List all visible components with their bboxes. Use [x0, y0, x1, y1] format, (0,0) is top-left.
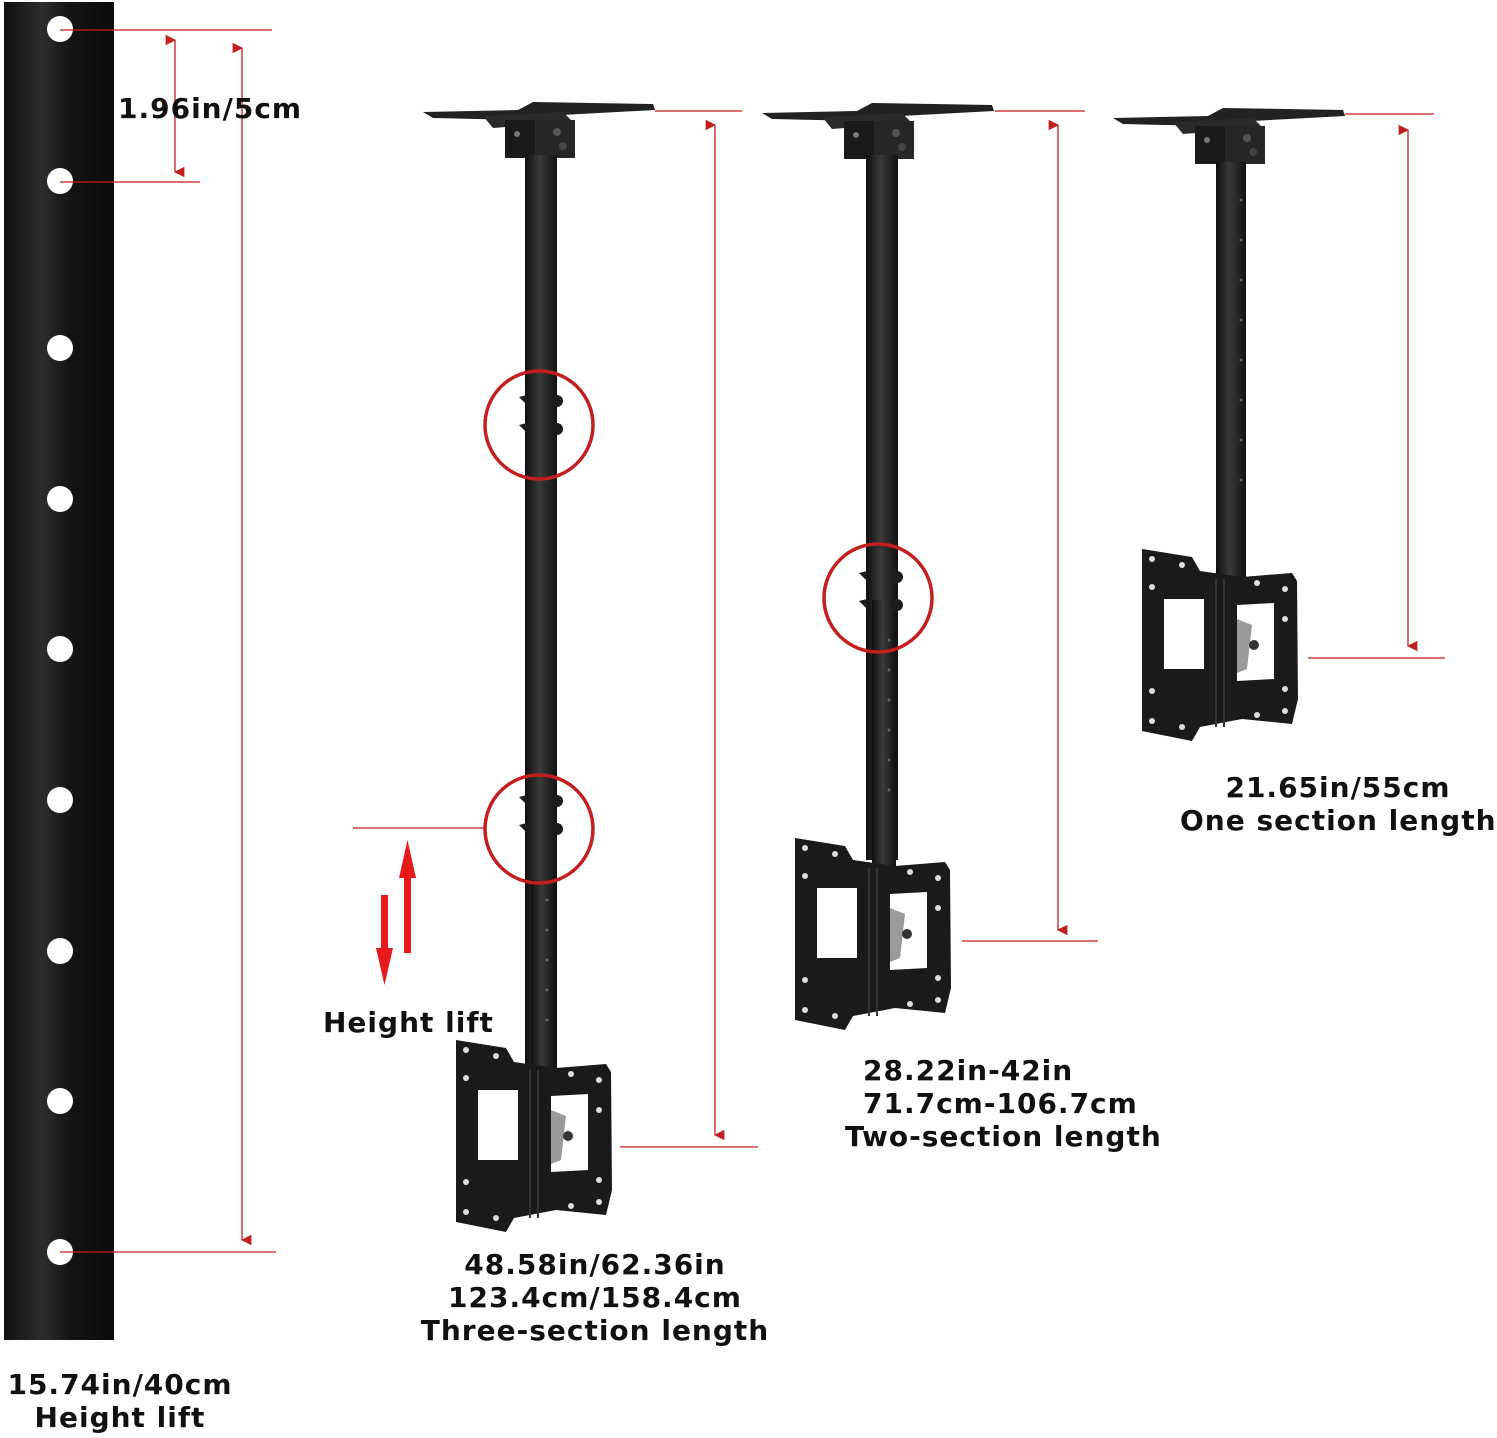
three-section-caption: Three-section length — [420, 1314, 770, 1347]
joint-highlight-circle — [483, 369, 595, 481]
three-section-dimensions: 48.58in/62.36in 123.4cm/158.4cm Three-se… — [420, 1248, 770, 1347]
pole-height-lift-block: 15.74in/40cm Height lift — [6, 1368, 234, 1434]
two-section-dimension-cm: 71.7cm-106.7cm — [863, 1087, 1138, 1120]
two-section-dimension-in: 28.22in-42in — [863, 1054, 1074, 1087]
one-section-caption: One section length — [1180, 804, 1497, 837]
mount-three-section — [353, 102, 758, 1233]
two-section-dimensions: 28.22in-42in 71.7cm-106.7cm Two-section … — [845, 1054, 1162, 1153]
mount-one-section — [1113, 108, 1445, 742]
one-section-dimension: 21.65in/55cm — [1225, 771, 1451, 804]
pole-height-lift-caption: Height lift — [34, 1401, 206, 1434]
pole-strip — [4, 2, 114, 1340]
one-section-dimensions: 21.65in/55cm One section length — [1180, 771, 1496, 837]
three-section-dimension-cm: 123.4cm/158.4cm — [448, 1281, 742, 1314]
pole-height-lift-value: 15.74in/40cm — [7, 1368, 233, 1401]
two-section-caption: Two-section length — [845, 1120, 1162, 1153]
joint-highlight-circle — [822, 542, 934, 654]
three-section-dimension-in: 48.58in/62.36in — [464, 1248, 726, 1281]
joint-highlight-circle — [483, 773, 595, 885]
hole-spacing-label: 1.96in/5cm — [118, 92, 303, 125]
pole-detail — [4, 2, 276, 1340]
height-lift-arrows — [376, 840, 416, 985]
mount-two-section — [762, 103, 1098, 1031]
height-lift-indicator-label: Height lift — [323, 1006, 494, 1039]
